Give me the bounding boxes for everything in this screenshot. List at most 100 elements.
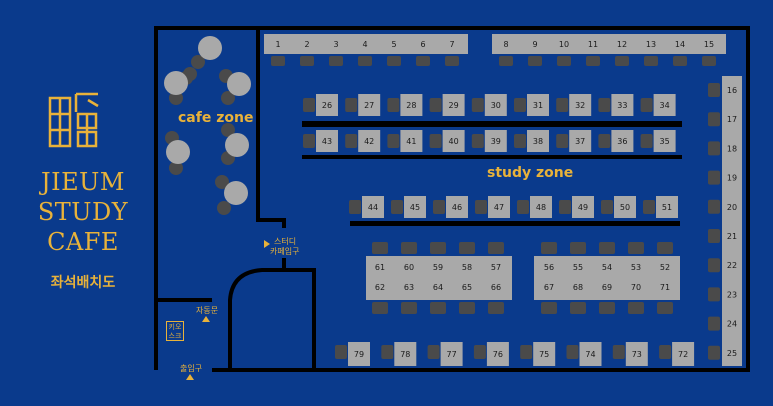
seat-77[interactable]: 77: [427, 342, 463, 366]
seat-75[interactable]: 75: [520, 342, 556, 366]
seat-36[interactable]: 36: [598, 130, 634, 152]
seat-76[interactable]: 76: [473, 342, 509, 366]
seat-46[interactable]: 46: [433, 196, 468, 218]
seat-14[interactable]: 14: [673, 40, 687, 66]
cafe-table[interactable]: [198, 36, 222, 60]
seat-63[interactable]: 63: [401, 283, 417, 314]
seat-42[interactable]: 42: [345, 130, 381, 152]
seat-50[interactable]: 50: [601, 196, 636, 218]
seat-3[interactable]: 3: [329, 40, 343, 66]
seat-22[interactable]: 22: [708, 258, 737, 273]
seat-45[interactable]: 45: [391, 196, 426, 218]
seat-number: 51: [662, 203, 672, 212]
seat-37[interactable]: 37: [556, 130, 592, 152]
seat-56[interactable]: 56: [541, 242, 557, 272]
seat-43[interactable]: 43: [303, 130, 338, 152]
seat-33[interactable]: 33: [598, 94, 634, 116]
seat-number: 76: [493, 350, 503, 359]
seat-72[interactable]: 72: [659, 342, 695, 366]
seat-1[interactable]: 1: [271, 40, 285, 66]
seat-41[interactable]: 41: [387, 130, 423, 152]
seat-23[interactable]: 23: [708, 287, 737, 302]
seat-4[interactable]: 4: [358, 40, 372, 66]
cafe-table[interactable]: [227, 72, 251, 96]
seat-74[interactable]: 74: [566, 342, 602, 366]
seat-17[interactable]: 17: [708, 112, 737, 127]
seat-52[interactable]: 52: [657, 242, 673, 272]
chair: [520, 345, 533, 359]
seat-2[interactable]: 2: [300, 40, 314, 66]
seat-number: 54: [602, 263, 612, 272]
seat-31[interactable]: 31: [514, 94, 549, 116]
seat-12[interactable]: 12: [615, 40, 629, 66]
seat-61[interactable]: 61: [372, 242, 388, 272]
desk: [488, 196, 510, 218]
seat-73[interactable]: 73: [612, 342, 648, 366]
seat-19[interactable]: 19: [708, 170, 737, 185]
seat-number: 53: [631, 263, 641, 272]
seat-62[interactable]: 62: [372, 283, 388, 314]
seat-11[interactable]: 11: [586, 40, 600, 66]
seat-69[interactable]: 69: [599, 283, 615, 314]
seat-35[interactable]: 35: [640, 130, 676, 152]
seat-55[interactable]: 55: [570, 242, 586, 272]
seat-6[interactable]: 6: [416, 40, 430, 66]
seat-79[interactable]: 79: [335, 342, 370, 366]
seat-49[interactable]: 49: [559, 196, 594, 218]
seat-24[interactable]: 24: [708, 316, 737, 331]
seat-78[interactable]: 78: [381, 342, 417, 366]
seat-number: 24: [727, 320, 737, 329]
seat-58[interactable]: 58: [459, 242, 475, 272]
seat-15[interactable]: 15: [702, 40, 716, 66]
seat-67[interactable]: 67: [541, 283, 557, 314]
seat-10[interactable]: 10: [557, 40, 571, 66]
seat-18[interactable]: 18: [708, 141, 737, 156]
seat-28[interactable]: 28: [387, 94, 423, 116]
desk: [348, 342, 370, 366]
seat-38[interactable]: 38: [514, 130, 549, 152]
seat-59[interactable]: 59: [430, 242, 446, 272]
chair: [473, 345, 486, 359]
kiosk[interactable]: 키오 스크: [166, 321, 184, 341]
seat-54[interactable]: 54: [599, 242, 615, 272]
seat-64[interactable]: 64: [430, 283, 446, 314]
seat-71[interactable]: 71: [657, 283, 673, 314]
seat-47[interactable]: 47: [475, 196, 510, 218]
seat-21[interactable]: 21: [708, 229, 737, 243]
seat-70[interactable]: 70: [628, 283, 644, 314]
seat-57[interactable]: 57: [488, 242, 504, 272]
seat-8[interactable]: 8: [499, 40, 513, 66]
chair: [657, 242, 673, 254]
seat-39[interactable]: 39: [471, 130, 507, 152]
cafe-table[interactable]: [166, 140, 190, 164]
cafe-table[interactable]: [225, 133, 249, 157]
seat-51[interactable]: 51: [643, 196, 678, 218]
seat-48[interactable]: 48: [517, 196, 552, 218]
seat-29[interactable]: 29: [429, 94, 465, 116]
seat-30[interactable]: 30: [471, 94, 507, 116]
seat-65[interactable]: 65: [459, 283, 475, 314]
seat-34[interactable]: 34: [640, 94, 676, 116]
seat-number: 69: [602, 283, 612, 292]
seat-68[interactable]: 68: [570, 283, 586, 314]
seat-20[interactable]: 20: [708, 199, 737, 214]
seat-27[interactable]: 27: [345, 94, 381, 116]
seat-9[interactable]: 9: [528, 40, 542, 66]
seat-40[interactable]: 40: [429, 130, 465, 152]
cafe-table[interactable]: [164, 71, 188, 95]
seat-number: 73: [632, 350, 642, 359]
seat-60[interactable]: 60: [401, 242, 417, 272]
cafe-table[interactable]: [224, 181, 248, 205]
seat-13[interactable]: 13: [644, 40, 658, 66]
seat-44[interactable]: 44: [349, 196, 384, 218]
seat-53[interactable]: 53: [628, 242, 644, 272]
seat-16[interactable]: 16: [708, 83, 737, 97]
seat-26[interactable]: 26: [303, 94, 338, 116]
chair: [570, 302, 586, 314]
seat-32[interactable]: 32: [556, 94, 592, 116]
seat-66[interactable]: 66: [488, 283, 504, 314]
seat-25[interactable]: 25: [708, 345, 737, 360]
seat-7[interactable]: 7: [445, 40, 459, 66]
seat-5[interactable]: 5: [387, 40, 401, 66]
desk: [446, 196, 468, 218]
